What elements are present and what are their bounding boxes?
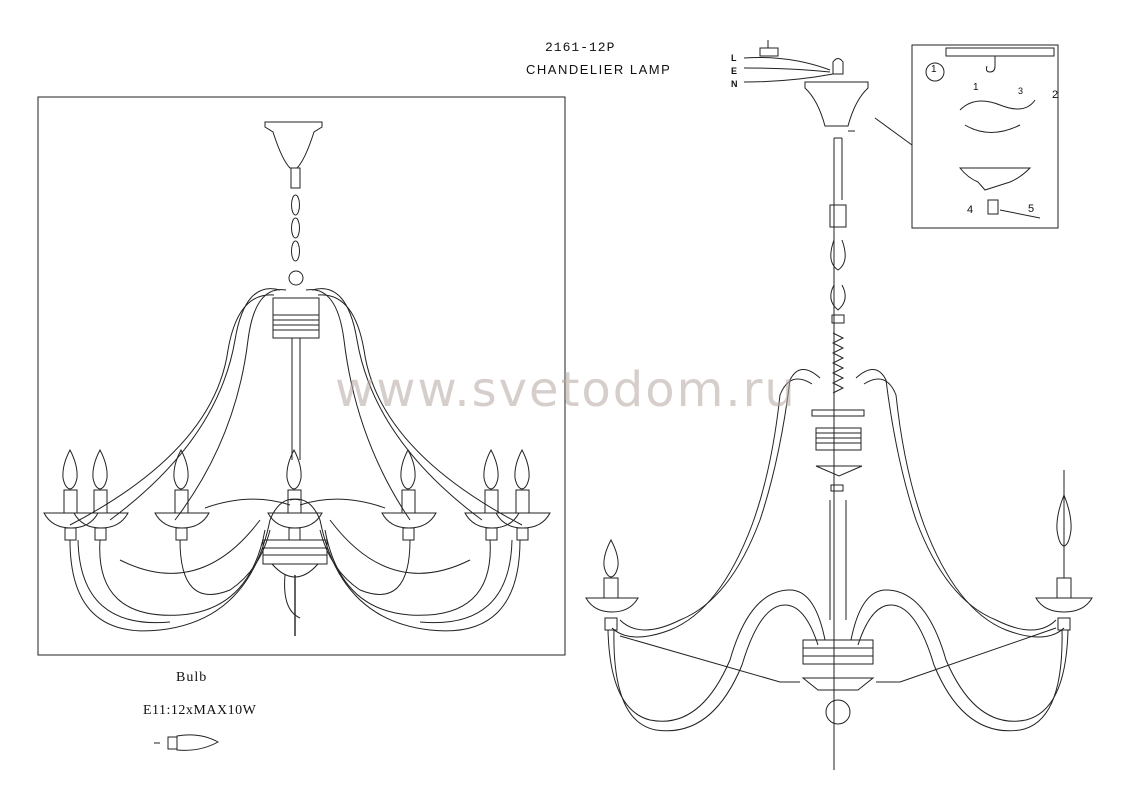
callout-2: 2 xyxy=(1052,89,1059,101)
bulb-icon xyxy=(154,734,220,751)
candle-arm xyxy=(43,448,99,541)
installation-detail xyxy=(874,44,1059,229)
callout-4: 4 xyxy=(967,204,974,216)
wire-letter-earth: E xyxy=(731,66,738,76)
model-code: 2161-12P xyxy=(545,40,616,55)
exploded-view xyxy=(585,40,1093,770)
bulb-spec: E11:12xMAX10W xyxy=(143,703,257,718)
callout-5: 5 xyxy=(1028,203,1035,215)
watermark: www.svetodom.ru xyxy=(335,362,797,418)
bulb-label: Bulb xyxy=(176,670,208,685)
callout-1-inner: 1 xyxy=(973,82,979,93)
front-view xyxy=(37,96,566,656)
wire-letter-neutral: N xyxy=(731,79,738,89)
wire-letter-live: L xyxy=(731,53,737,63)
callout-3: 3 xyxy=(1018,86,1024,96)
model-title: CHANDELIER LAMP xyxy=(526,62,672,77)
callout-1: 1 xyxy=(931,64,937,75)
